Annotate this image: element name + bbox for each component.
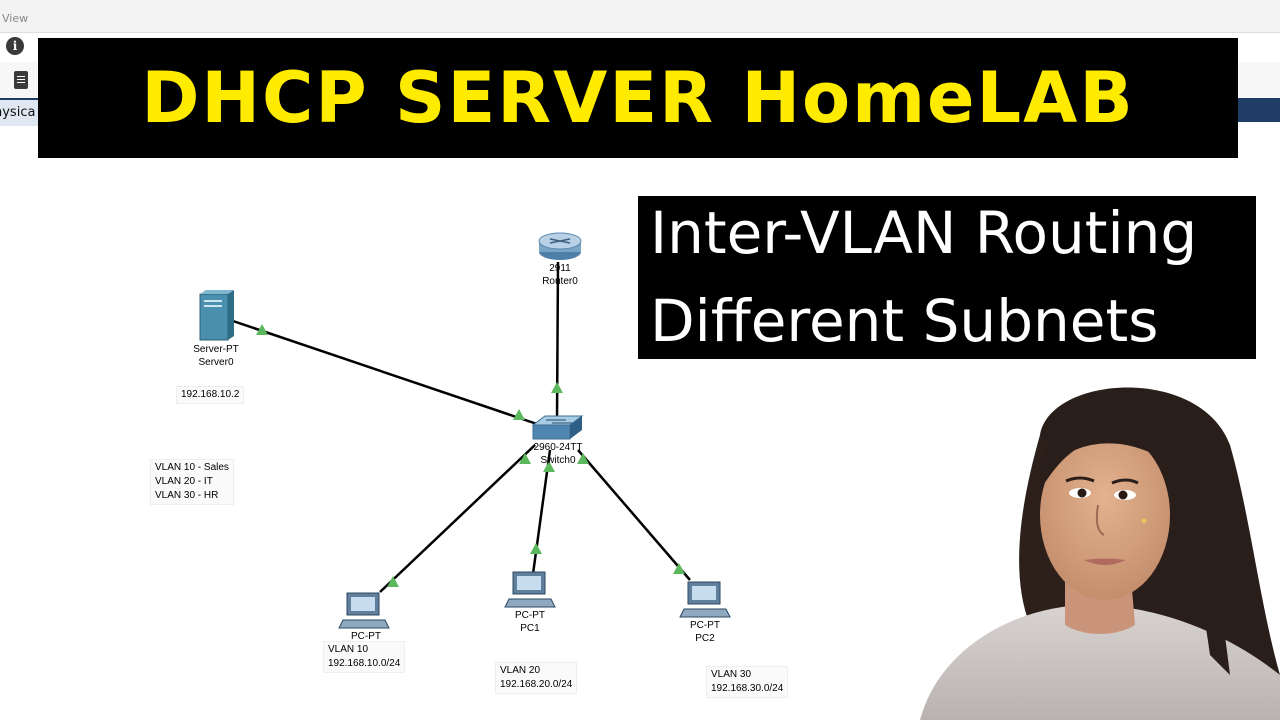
menu-view[interactable]: View bbox=[2, 12, 29, 25]
link-up-indicator bbox=[387, 576, 399, 587]
pc2-vlan-note: VLAN 30 192.168.30.0/24 bbox=[706, 666, 789, 698]
vlan-legend-item: VLAN 10 - Sales bbox=[155, 462, 229, 473]
pc0-model: PC-PT bbox=[351, 631, 381, 642]
pc2-vlan: VLAN 30 bbox=[711, 669, 752, 680]
link-router-switch bbox=[555, 261, 560, 421]
switch-name: Switch0 bbox=[540, 455, 576, 466]
link-server-switch bbox=[229, 318, 541, 427]
pc-icon[interactable] bbox=[679, 581, 731, 618]
server-name: Server0 bbox=[198, 357, 234, 368]
router-label: 2911 Router0 bbox=[530, 262, 590, 288]
link-switch-pc2 bbox=[577, 449, 691, 581]
subtitle-box bbox=[638, 196, 1256, 359]
vlan-legend-note: VLAN 10 - Sales VLAN 20 - IT VLAN 30 - H… bbox=[150, 459, 234, 505]
switch-label: 2960-24TT Switch0 bbox=[522, 441, 594, 467]
server-icon[interactable] bbox=[199, 290, 234, 341]
router-icon[interactable] bbox=[538, 232, 582, 260]
server-ip-note: 192.168.10.2 bbox=[176, 386, 245, 404]
menu-bar bbox=[0, 0, 1280, 33]
subtitle-line2: Different Subnets bbox=[650, 287, 1159, 355]
pc0-label: PC-PT bbox=[336, 630, 396, 643]
pc1-model: PC-PT bbox=[515, 610, 545, 621]
pc2-subnet: 192.168.30.0/24 bbox=[711, 683, 784, 694]
link-up-indicator bbox=[513, 409, 525, 420]
link-up-indicator bbox=[256, 324, 268, 335]
info-icon[interactable]: i bbox=[6, 37, 24, 55]
server-label: Server-PT Server0 bbox=[176, 343, 256, 369]
pc1-vlan: VLAN 20 bbox=[500, 665, 541, 676]
link-up-indicator bbox=[519, 453, 531, 464]
pc1-name: PC1 bbox=[520, 623, 540, 634]
link-up-indicator bbox=[577, 453, 589, 464]
pc2-name: PC2 bbox=[695, 633, 715, 644]
pc2-label: PC-PT PC2 bbox=[675, 619, 735, 645]
router-model: 2911 bbox=[549, 263, 571, 274]
link-up-indicator bbox=[543, 461, 555, 472]
pc0-vlan-note: VLAN 10 192.168.10.0/24 bbox=[323, 641, 406, 673]
pc-icon[interactable] bbox=[504, 571, 556, 608]
link-switch-pc0 bbox=[379, 444, 536, 593]
pc0-vlan: VLAN 10 bbox=[328, 644, 369, 655]
server-model: Server-PT bbox=[193, 344, 239, 355]
link-up-indicator bbox=[673, 563, 685, 574]
note-icon[interactable] bbox=[14, 71, 28, 89]
pc1-label: PC-PT PC1 bbox=[500, 609, 560, 635]
vlan-legend-item: VLAN 30 - HR bbox=[155, 490, 219, 501]
link-up-indicator bbox=[530, 543, 542, 554]
router-name: Router0 bbox=[542, 276, 578, 287]
pc1-subnet: 192.168.20.0/24 bbox=[500, 679, 573, 690]
vlan-legend-item: VLAN 20 - IT bbox=[155, 476, 213, 487]
tab-physical[interactable]: hysica bbox=[0, 100, 40, 126]
pc-icon[interactable] bbox=[338, 592, 390, 629]
title-banner bbox=[38, 38, 1238, 158]
pc0-subnet: 192.168.10.0/24 bbox=[328, 658, 401, 669]
pc2-model: PC-PT bbox=[690, 620, 720, 631]
switch-model: 2960-24TT bbox=[533, 442, 583, 453]
subtitle-line1: Inter-VLAN Routing bbox=[650, 199, 1198, 267]
link-up-indicator bbox=[551, 382, 563, 393]
banner-title: DHCP SERVER HomeLAB bbox=[141, 57, 1135, 139]
tab-physical-label: hysica bbox=[0, 105, 36, 120]
switch-icon[interactable] bbox=[531, 415, 584, 440]
presenter-photo bbox=[920, 387, 1280, 720]
pc1-vlan-note: VLAN 20 192.168.20.0/24 bbox=[495, 662, 578, 694]
